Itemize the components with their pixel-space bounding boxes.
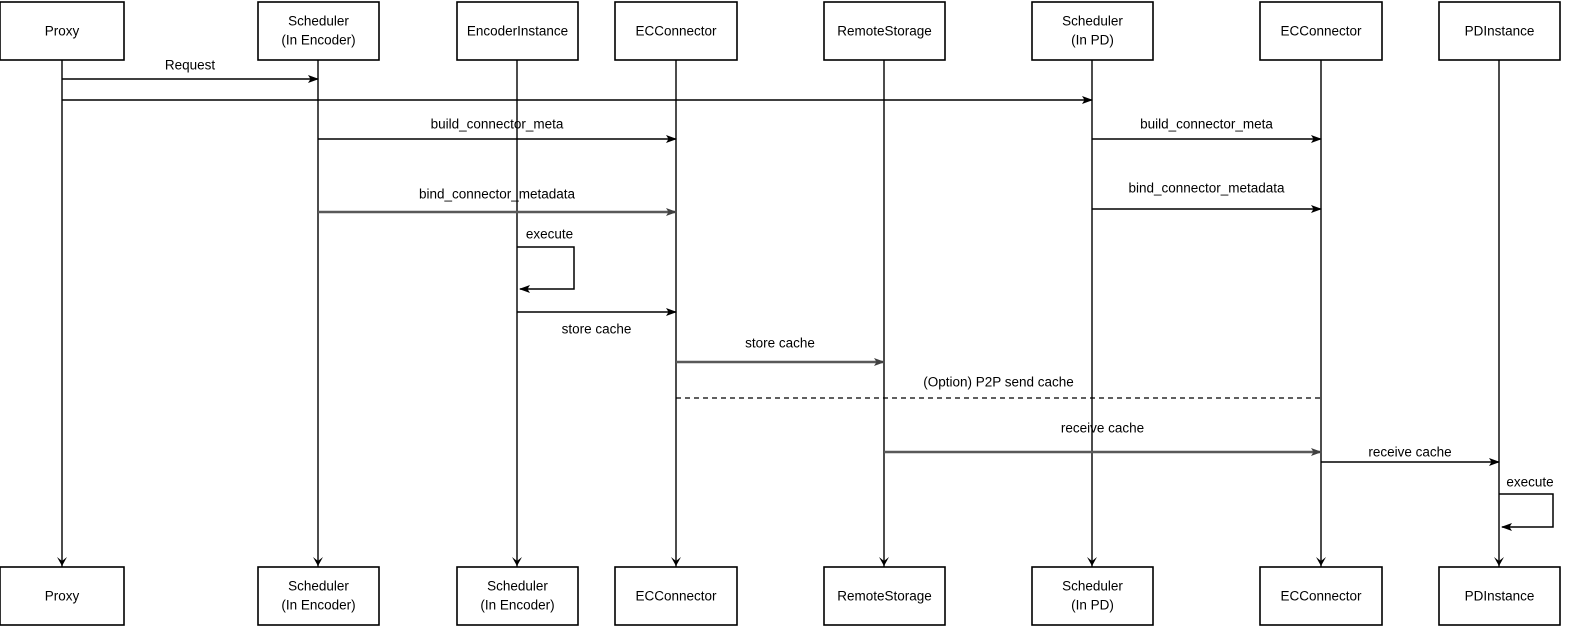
participant-box-frame: [823, 566, 946, 626]
participant-box-bottom-ecconn_enc[interactable]: ECConnector: [614, 566, 738, 626]
participant-box-top-sched_pd[interactable]: Scheduler (In PD): [1031, 1, 1154, 61]
participant-box-bottom-pd_inst[interactable]: PDInstance: [1438, 566, 1561, 626]
lifeline-terminator-ecconn_enc: [671, 557, 681, 566]
participant-label-line1: PDInstance: [1465, 589, 1535, 604]
message-m4[interactable]: build_connector_meta: [1092, 117, 1322, 143]
message-m11[interactable]: receive cache: [1321, 445, 1500, 466]
participant-label-line1: ECConnector: [635, 589, 717, 604]
self-messages-layer: execute execute: [517, 227, 1554, 531]
message-label: bind_connector_metadata: [1128, 181, 1285, 196]
participant-label-line2: (In PD): [1071, 33, 1114, 48]
participant-label-line2: (In PD): [1071, 598, 1114, 613]
participant-box-bottom-ecconn_pd[interactable]: ECConnector: [1259, 566, 1383, 626]
participant-label-line1: ECConnector: [1280, 24, 1362, 39]
lifelines-layer: [57, 60, 1504, 567]
participant-box-frame: [1438, 566, 1561, 626]
message-label: receive cache: [1368, 445, 1451, 460]
participant-box-frame: [0, 566, 125, 626]
participant-box-frame: [1031, 566, 1154, 626]
message-m1[interactable]: Request: [62, 58, 319, 83]
participant-box-top-sched_enc[interactable]: Scheduler (In Encoder): [257, 1, 380, 61]
participant-box-bottom-remote[interactable]: RemoteStorage: [823, 566, 946, 626]
participant-label-line1: EncoderInstance: [467, 24, 568, 39]
participant-label-line1: Scheduler: [288, 579, 349, 594]
message-label: (Option) P2P send cache: [923, 375, 1074, 390]
participant-label-line2: (In Encoder): [480, 598, 554, 613]
message-m6[interactable]: bind_connector_metadata: [1092, 181, 1322, 213]
participant-box-frame: [1438, 1, 1561, 61]
participant-box-frame: [1259, 566, 1383, 626]
message-m10[interactable]: receive cache: [884, 421, 1322, 456]
participant-box-frame: [456, 1, 579, 61]
self-message-s1[interactable]: execute: [517, 227, 575, 293]
participant-box-frame: [0, 1, 125, 61]
message-m7[interactable]: store cache: [517, 308, 677, 337]
lifeline-terminator-proxy: [57, 557, 67, 566]
participant-box-top-remote[interactable]: RemoteStorage: [823, 1, 946, 61]
self-message-label: execute: [1506, 475, 1553, 490]
messages-layer: Request build_connector_meta build_connect…: [62, 58, 1500, 466]
message-label: build_connector_meta: [431, 117, 564, 132]
participant-label-line1: ECConnector: [1280, 589, 1362, 604]
message-label: bind_connector_metadata: [419, 187, 576, 202]
lifeline-terminator-sched_enc: [313, 557, 323, 566]
lifeline-terminator-sched_pd: [1087, 557, 1097, 566]
participant-label-line1: ECConnector: [635, 24, 717, 39]
participant-box-frame: [257, 566, 380, 626]
participant-box-frame: [257, 1, 380, 61]
participant-box-top-ecconn_enc[interactable]: ECConnector: [614, 1, 738, 61]
message-label: receive cache: [1061, 421, 1144, 436]
message-m8[interactable]: store cache: [676, 336, 885, 366]
participant-label-line1: Proxy: [45, 589, 80, 604]
participant-label-line1: Scheduler: [288, 14, 349, 29]
message-m5[interactable]: bind_connector_metadata: [318, 187, 677, 216]
message-label: build_connector_meta: [1140, 117, 1273, 132]
lifeline-terminator-remote: [879, 557, 889, 566]
self-message-label: execute: [526, 227, 573, 242]
message-label: store cache: [562, 322, 632, 337]
participant-label-line1: Scheduler: [487, 579, 548, 594]
participant-label-line1: RemoteStorage: [837, 589, 932, 604]
participant-label-line1: RemoteStorage: [837, 24, 932, 39]
participant-label-line1: Scheduler: [1062, 579, 1123, 594]
participant-box-frame: [614, 1, 738, 61]
participant-box-frame: [1259, 1, 1383, 61]
message-m9[interactable]: (Option) P2P send cache: [676, 375, 1321, 399]
participant-box-top-pd_inst[interactable]: PDInstance: [1438, 1, 1561, 61]
participant-box-top-ecconn_pd[interactable]: ECConnector: [1259, 1, 1383, 61]
participant-box-bottom-sched_enc[interactable]: Scheduler (In Encoder): [257, 566, 380, 626]
participant-label-line1: Proxy: [45, 24, 80, 39]
participant-box-top-proxy[interactable]: Proxy: [0, 1, 125, 61]
participant-label-line2: (In Encoder): [281, 598, 355, 613]
lifeline-terminator-pd_inst: [1494, 557, 1504, 566]
message-label: Request: [165, 58, 216, 73]
participant-box-frame: [614, 566, 738, 626]
lifeline-terminator-ecconn_pd: [1316, 557, 1326, 566]
participant-label-line1: PDInstance: [1465, 24, 1535, 39]
participant-box-bottom-encoder_inst[interactable]: Scheduler (In Encoder): [456, 566, 579, 626]
participant-box-frame: [1031, 1, 1154, 61]
message-m3[interactable]: build_connector_meta: [318, 117, 677, 143]
participant-box-frame: [456, 566, 579, 626]
lifeline-terminator-encoder_inst: [512, 557, 522, 566]
participant-label-line1: Scheduler: [1062, 14, 1123, 29]
participant-box-frame: [823, 1, 946, 61]
participant-box-bottom-proxy[interactable]: Proxy: [0, 566, 125, 626]
self-message-arrow: [1499, 493, 1554, 531]
message-label: store cache: [745, 336, 815, 351]
self-message-s2[interactable]: execute: [1499, 475, 1554, 531]
self-message-arrow: [517, 246, 575, 293]
participant-box-bottom-sched_pd[interactable]: Scheduler (In PD): [1031, 566, 1154, 626]
participant-label-line2: (In Encoder): [281, 33, 355, 48]
participant-box-top-encoder_inst[interactable]: EncoderInstance: [456, 1, 579, 61]
